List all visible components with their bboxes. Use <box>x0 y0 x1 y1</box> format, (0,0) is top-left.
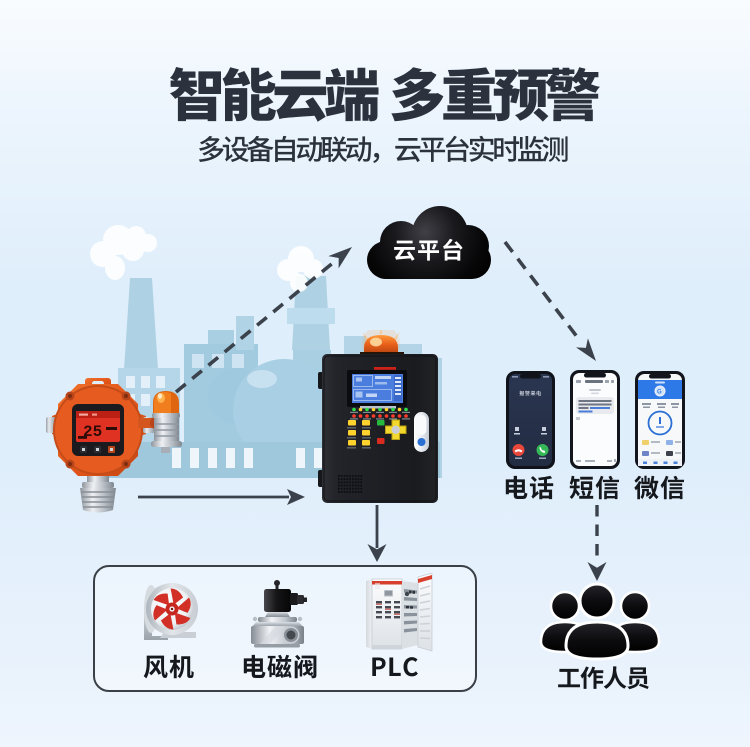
svg-text:G: G <box>657 390 662 396</box>
svg-text:25: 25 <box>83 423 102 441</box>
